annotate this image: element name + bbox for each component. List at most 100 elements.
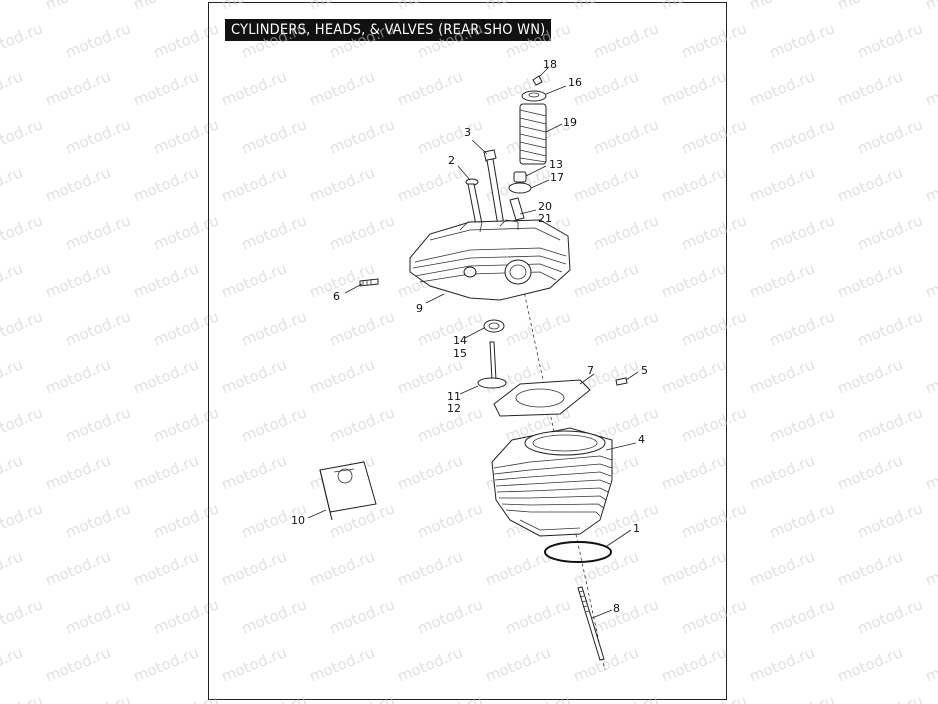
watermark-text: motod.ru bbox=[747, 451, 818, 493]
watermark-text: motod.ru bbox=[835, 451, 906, 493]
part-valve-upper bbox=[483, 149, 506, 233]
watermark-text: motod.ru bbox=[239, 595, 310, 637]
watermark-text: motod.ru bbox=[767, 211, 838, 253]
watermark-text: motod.ru bbox=[747, 67, 818, 109]
callout-13: 13 bbox=[549, 158, 563, 171]
part-valve-keeper bbox=[532, 75, 543, 86]
part-spring-retainer bbox=[521, 90, 547, 102]
watermark-text: motod.ru bbox=[307, 355, 378, 397]
watermark-text: motod.ru bbox=[239, 115, 310, 157]
watermark-text: motod.ru bbox=[0, 499, 45, 541]
watermark-text: motod.ru bbox=[855, 211, 926, 253]
watermark-text: motod.ru bbox=[855, 691, 926, 704]
watermark-text: motod.ru bbox=[307, 0, 378, 14]
watermark-text: motod.ru bbox=[63, 499, 134, 541]
watermark-text: motod.ru bbox=[503, 691, 574, 704]
watermark-text: motod.ru bbox=[0, 19, 45, 61]
watermark-text: motod.ru bbox=[327, 211, 398, 253]
watermark-text: motod.ru bbox=[923, 547, 938, 589]
callout-12: 12 bbox=[447, 402, 461, 415]
watermark-text: motod.ru bbox=[63, 115, 134, 157]
watermark-text: motod.ru bbox=[131, 643, 202, 685]
watermark-text: motod.ru bbox=[659, 643, 730, 685]
watermark-text: motod.ru bbox=[483, 643, 554, 685]
watermark-text: motod.ru bbox=[571, 547, 642, 589]
watermark-text: motod.ru bbox=[855, 307, 926, 349]
watermark-text: motod.ru bbox=[219, 451, 290, 493]
watermark-text: motod.ru bbox=[767, 19, 838, 61]
watermark-text: motod.ru bbox=[591, 115, 662, 157]
watermark-text: motod.ru bbox=[767, 115, 838, 157]
part-head-gasket bbox=[493, 379, 591, 417]
part-valve-seal bbox=[513, 171, 527, 183]
watermark-text: motod.ru bbox=[591, 595, 662, 637]
watermark-text: motod.ru bbox=[747, 643, 818, 685]
watermark-text: motod.ru bbox=[43, 451, 114, 493]
watermark-text: motod.ru bbox=[415, 595, 486, 637]
watermark-text: motod.ru bbox=[43, 163, 114, 205]
watermark-text: motod.ru bbox=[747, 0, 818, 14]
watermark-text: motod.ru bbox=[923, 259, 938, 301]
watermark-text: motod.ru bbox=[43, 0, 114, 14]
part-dowel-pin bbox=[615, 377, 628, 386]
watermark-text: motod.ru bbox=[503, 19, 574, 61]
watermark-text: motod.ru bbox=[679, 307, 750, 349]
watermark-text: motod.ru bbox=[415, 691, 486, 704]
watermark-text: motod.ru bbox=[483, 547, 554, 589]
watermark-text: motod.ru bbox=[0, 115, 45, 157]
watermark-text: motod.ru bbox=[659, 0, 730, 14]
watermark-text: motod.ru bbox=[835, 259, 906, 301]
watermark-text: motod.ru bbox=[591, 211, 662, 253]
watermark-text: motod.ru bbox=[767, 595, 838, 637]
watermark-text: motod.ru bbox=[679, 595, 750, 637]
watermark-text: motod.ru bbox=[679, 115, 750, 157]
part-valve-guide bbox=[509, 197, 525, 221]
watermark-text: motod.ru bbox=[395, 0, 466, 14]
callout-10: 10 bbox=[291, 514, 305, 527]
watermark-text: motod.ru bbox=[307, 163, 378, 205]
watermark-text: motod.ru bbox=[131, 259, 202, 301]
watermark-text: motod.ru bbox=[0, 643, 25, 685]
watermark-text: motod.ru bbox=[43, 67, 114, 109]
watermark-text: motod.ru bbox=[307, 643, 378, 685]
callout-6: 6 bbox=[333, 290, 340, 303]
watermark-text: motod.ru bbox=[923, 451, 938, 493]
watermark-text: motod.ru bbox=[855, 595, 926, 637]
part-cylinder bbox=[491, 427, 613, 537]
watermark-text: motod.ru bbox=[415, 307, 486, 349]
watermark-text: motod.ru bbox=[327, 403, 398, 445]
watermark-text: motod.ru bbox=[659, 451, 730, 493]
watermark-text: motod.ru bbox=[0, 595, 45, 637]
watermark-text: motod.ru bbox=[591, 19, 662, 61]
watermark-text: motod.ru bbox=[239, 691, 310, 704]
watermark-text: motod.ru bbox=[0, 355, 25, 397]
watermark-text: motod.ru bbox=[679, 691, 750, 704]
watermark-text: motod.ru bbox=[855, 499, 926, 541]
watermark-text: motod.ru bbox=[131, 547, 202, 589]
watermark-text: motod.ru bbox=[503, 307, 574, 349]
watermark-text: motod.ru bbox=[63, 19, 134, 61]
callout-21: 21 bbox=[538, 212, 552, 225]
callout-3: 3 bbox=[464, 126, 471, 139]
watermark-text: motod.ru bbox=[0, 691, 45, 704]
watermark-text: motod.ru bbox=[835, 0, 906, 14]
watermark-text: motod.ru bbox=[591, 307, 662, 349]
watermark-text: motod.ru bbox=[395, 643, 466, 685]
callout-16: 16 bbox=[568, 76, 582, 89]
watermark-text: motod.ru bbox=[0, 67, 25, 109]
callout-18: 18 bbox=[543, 58, 557, 71]
watermark-text: motod.ru bbox=[835, 67, 906, 109]
watermark-text: motod.ru bbox=[43, 259, 114, 301]
watermark-text: motod.ru bbox=[0, 307, 45, 349]
watermark-text: motod.ru bbox=[0, 0, 25, 14]
watermark-text: motod.ru bbox=[239, 403, 310, 445]
watermark-text: motod.ru bbox=[835, 163, 906, 205]
watermark-text: motod.ru bbox=[219, 259, 290, 301]
watermark-text: motod.ru bbox=[0, 451, 25, 493]
watermark-text: motod.ru bbox=[239, 19, 310, 61]
watermark-text: motod.ru bbox=[63, 691, 134, 704]
watermark-text: motod.ru bbox=[923, 67, 938, 109]
watermark-text: motod.ru bbox=[747, 355, 818, 397]
callout-9: 9 bbox=[416, 302, 423, 315]
